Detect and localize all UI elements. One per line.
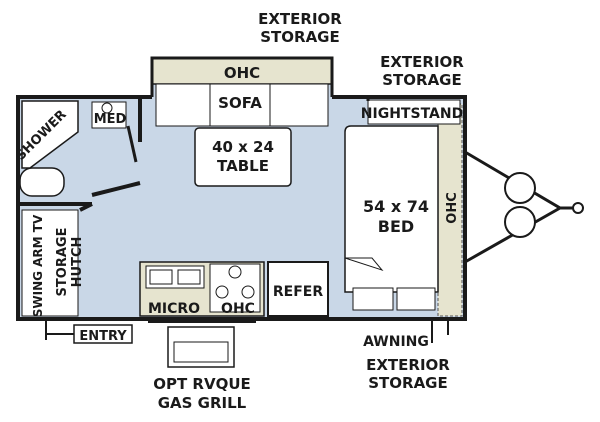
- shower: [21, 100, 79, 169]
- slide-out-wall: [150, 56, 334, 97]
- grill-mount: [148, 317, 256, 323]
- sink-basin-right: [177, 269, 201, 285]
- ext-storage-bottom-line1: EXTERIOR: [366, 356, 450, 374]
- grill-label-line1: OPT RVQUE: [153, 375, 251, 393]
- nightstand: [367, 99, 461, 125]
- cooktop-burner-3: [241, 285, 255, 299]
- lavatory-sink: [101, 102, 113, 114]
- propane-tank-1: [504, 172, 536, 204]
- cooktop: [209, 263, 261, 313]
- grill-label-line2: GAS GRILL: [158, 394, 247, 412]
- storage-hutch-line1: STORAGE: [55, 228, 70, 297]
- ext-storage-top-line1: EXTERIOR: [258, 10, 342, 28]
- under-bed-storage-left: [352, 287, 394, 311]
- bed-label-line2: BED: [378, 217, 414, 236]
- refrigerator: [267, 261, 329, 317]
- table-label-line1: 40 x 24: [212, 138, 274, 156]
- propane-tank-2: [504, 206, 536, 238]
- ohc-galley-label: OHC: [221, 301, 255, 317]
- micro-label: MICRO: [148, 301, 200, 317]
- bed-corner-fold: [344, 257, 384, 272]
- bed-label-line1: 54 x 74: [363, 197, 429, 216]
- ext-storage-right-line2: STORAGE: [382, 71, 462, 89]
- table-label-line2: TABLE: [217, 157, 269, 175]
- sofa-label: SOFA: [218, 94, 262, 112]
- gas-grill-inner: [173, 341, 229, 363]
- under-bed-storage-right: [396, 287, 436, 311]
- ohc-top-label: OHC: [224, 64, 260, 82]
- med-label: MED: [94, 112, 127, 127]
- storage-hutch-line2: HUTCH: [70, 237, 85, 288]
- nightstand-label: NIGHTSTAND: [361, 106, 463, 122]
- ext-storage-top-line2: STORAGE: [260, 28, 340, 46]
- awning-label: AWNING: [363, 334, 429, 350]
- sink-basin-left: [149, 269, 173, 285]
- ext-storage-bottom-line2: STORAGE: [368, 374, 448, 392]
- hitch-coupler: [572, 202, 584, 214]
- sofa: [155, 83, 329, 127]
- bath-partition-angle: [79, 202, 93, 212]
- swing-arm-tv-label: SWING ARM TV: [31, 214, 45, 317]
- ohc-right-band: [437, 103, 463, 317]
- refer-label: REFER: [273, 284, 323, 300]
- cooktop-burner-2: [215, 285, 229, 299]
- entry-label: ENTRY: [79, 329, 127, 344]
- bed: [344, 125, 439, 293]
- trailer-tongue: [464, 150, 563, 264]
- ohc-right-label: OHC: [445, 192, 460, 223]
- cooktop-burner-1: [228, 265, 242, 279]
- bath-door: [126, 125, 138, 163]
- dinette-table: [194, 127, 292, 187]
- bath-door-swing: [91, 181, 141, 197]
- storage-hutch: [21, 209, 79, 317]
- ext-storage-right-line1: EXTERIOR: [380, 53, 464, 71]
- toilet: [19, 167, 65, 197]
